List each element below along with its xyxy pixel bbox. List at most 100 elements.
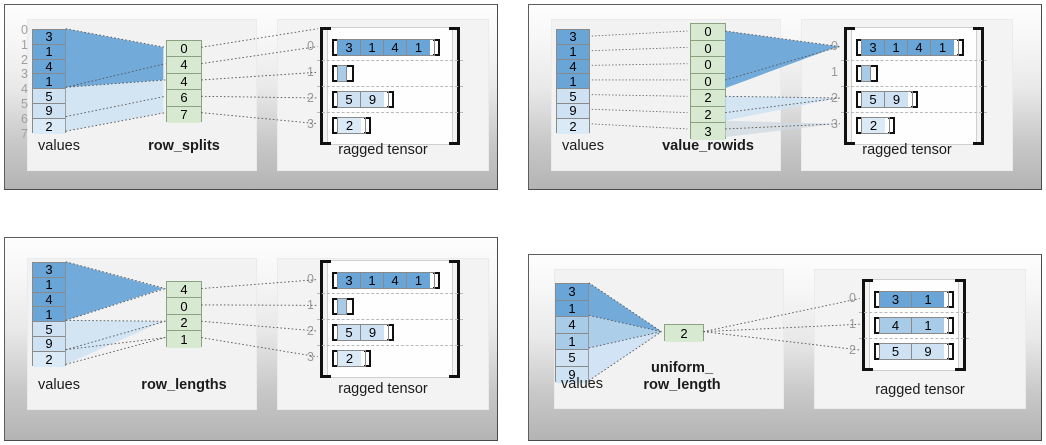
ragged-row-bracket-left [874,316,881,334]
ragged-row-bracket-left [332,297,339,315]
ragged-row-index: 1 [307,298,314,312]
values-cell: 1 [33,44,65,60]
encoding-cell-label: 4 [180,57,188,73]
encoding-cell-label: 2 [180,315,188,331]
ragged-cell-label: 3 [891,291,900,307]
ragged-cell-label: 3 [345,272,353,288]
encoding-cell-label: 0 [704,73,712,89]
values-cell: 2 [557,118,589,134]
ragged-cell: 2 [338,117,361,133]
encoding-cell: 2 [167,314,201,332]
ragged-row-cells: 2 [861,116,890,134]
encoding-cell: 1 [167,331,201,348]
values-cell: 5 [33,322,65,337]
ragged-row-index: 0 [307,39,314,53]
ragged-cell-label: 9 [368,91,377,107]
ragged-cell: 1 [931,39,954,55]
values-index-label: 2 [21,52,28,67]
values-cell: 9 [33,103,65,119]
caption-encoding-row_splits: row_splits [148,138,220,154]
values-cell: 1 [556,333,588,350]
ragged-cell: 1 [407,272,430,288]
ragged-row-bracket-left [874,342,881,360]
values-cell-label: 3 [45,262,53,278]
values-index-label: 7 [21,126,28,141]
values-cell-label: 3 [568,284,576,300]
encoding-cell: 6 [167,90,201,107]
values-cell: 9 [556,366,588,383]
ragged-row-separator [317,319,463,320]
ragged-row [332,297,354,315]
ragged-row-bracket-right [957,38,964,56]
ragged-row-bracket-right [433,38,440,56]
ragged-row-bracket-left [332,64,339,82]
encoding-cell-label: 4 [180,282,188,298]
ragged-cell-label: 1 [414,39,423,55]
caption-values-uniform_row_length: values [561,376,603,392]
values-cell-label: 4 [45,58,53,74]
ragged-row-cells [861,64,871,82]
values-cell-label: 1 [568,300,576,316]
values-cell-label: 9 [45,103,53,119]
ragged-row-bracket-right [911,90,918,108]
values-cell-label: 2 [45,118,53,134]
ragged-row-separator [841,60,987,61]
ragged-row-bracket-right [888,116,895,134]
encoding-cell: 0 [691,24,725,41]
encoding-cell: 0 [691,57,725,74]
encoding-cell-label: 0 [704,57,712,73]
ragged-row-bracket-left [856,116,863,134]
ragged-row: 2 [856,116,895,134]
encoding-cell-label: 7 [180,107,188,123]
ragged-cell-label: 3 [869,39,877,55]
ragged-row-bracket-left [332,323,339,341]
values-cell: 1 [557,73,589,90]
ragged-cell: 5 [338,324,361,340]
values-cell-label: 5 [569,88,577,104]
values-cell: 4 [33,292,65,308]
ragged-row-cells: 2 [337,116,366,134]
ragged-cell: 2 [862,117,885,133]
ragged-row-bracket-left [332,38,339,56]
ragged-cell: 1 [912,317,944,333]
caption-ragged-uniform_row_length: ragged tensor [875,382,965,398]
values-cell-label: 1 [569,73,577,89]
ragged-cell-label: 9 [924,343,932,359]
ragged-cell-label: 2 [345,350,354,366]
encoding-cell-label: 4 [180,73,188,89]
values-cell-label: 3 [45,29,53,45]
ragged-row-bracket-right [387,90,394,108]
encoding-cell-label: 1 [180,332,188,348]
ragged-cell-label: 4 [915,39,923,55]
ragged-row-bracket-right [947,342,954,360]
ragged-cell-label: 5 [345,91,353,107]
values-cell-label: 9 [45,336,53,352]
ragged-row-bracket-left [332,271,339,289]
ragged-bracket-right [955,279,966,371]
ragged-cell: 9 [912,343,944,359]
values-cell: 9 [557,103,589,119]
values-cell: 3 [556,284,588,301]
encoding-cell-label: 0 [704,24,712,40]
ragged-row-separator [841,112,987,113]
encoding-cell: 0 [167,40,201,58]
values-cell: 3 [33,263,65,278]
ragged-cell: 1 [885,39,908,55]
